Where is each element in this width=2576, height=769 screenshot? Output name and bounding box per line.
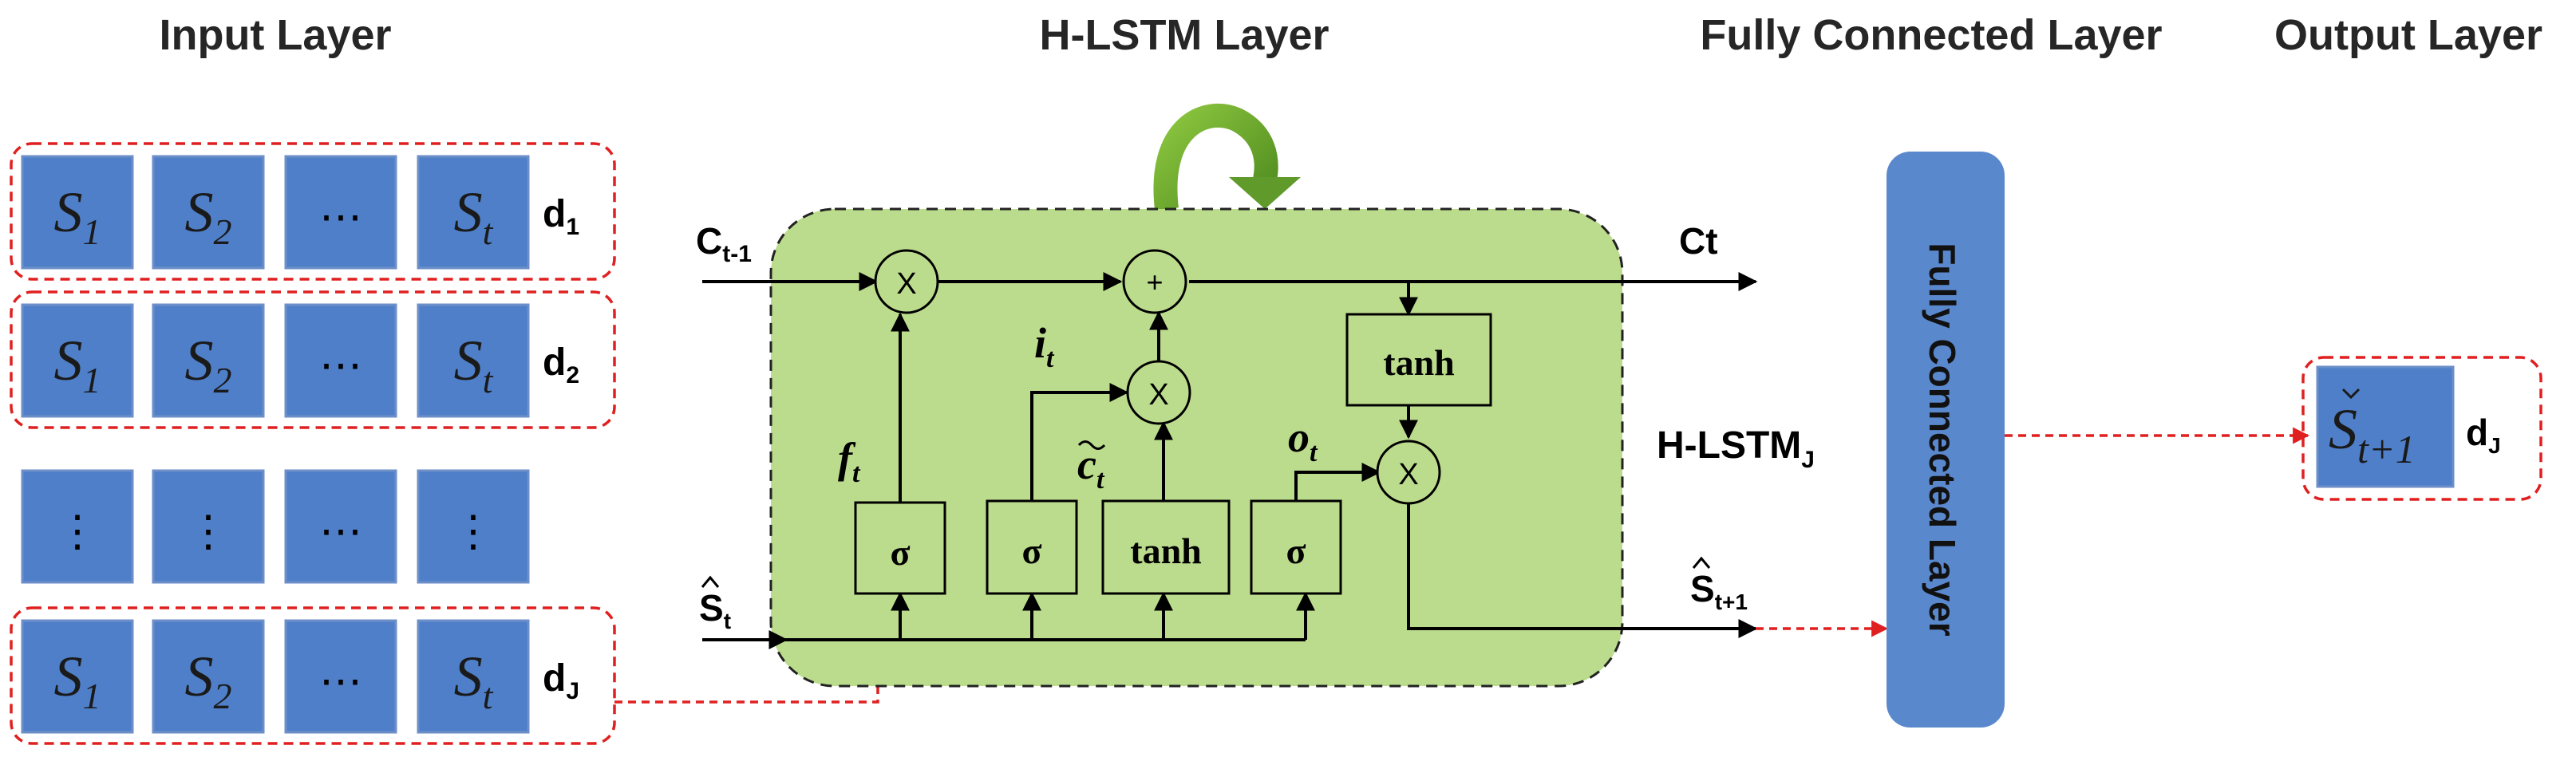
output-group [2301, 356, 2542, 501]
output-symbol: St+1 [2329, 397, 2416, 471]
fc-layer-header: Fully Connected Layer [1700, 11, 2162, 59]
input-row-label: d2 [543, 341, 579, 388]
output-tanh [1345, 313, 1492, 407]
input-cell [21, 303, 134, 418]
add-op [1122, 249, 1187, 314]
input-cell [417, 619, 530, 734]
s-in-hat [701, 575, 720, 588]
fc-layer-label: Fully Connected Layer [1922, 243, 1963, 636]
output-tanh-label: tanh [1383, 342, 1454, 383]
input-cell [21, 155, 134, 270]
output-gate-label: σ [1286, 530, 1306, 571]
forget-gate-label: σ [890, 532, 910, 573]
input-cell-label: S1 [54, 329, 101, 400]
input-cell-label: St [454, 180, 494, 252]
input-row-group [10, 142, 616, 281]
input-cell [152, 155, 265, 270]
input-multiply-op [1126, 360, 1191, 425]
output-cell [2316, 365, 2455, 488]
i-t-label: it [1034, 319, 1055, 373]
output-d-label: dJ [2466, 412, 2501, 458]
c-prev-label: Ct-1 [696, 220, 752, 267]
input-layer-header: Input Layer [159, 11, 391, 59]
output-check-accent [2341, 388, 2361, 400]
input-cell [417, 303, 530, 418]
h-out-line [1407, 504, 1758, 638]
forget-multiply-label: X [896, 267, 916, 301]
hlstm-layer-header: H-LSTM Layer [1039, 11, 1329, 59]
input-cell-label: S1 [54, 645, 101, 716]
input-cell [21, 469, 134, 584]
input-cell [284, 469, 397, 584]
input-cell-label: S2 [185, 180, 232, 252]
input-row-group [10, 606, 616, 745]
output-layer-header: Output Layer [2274, 11, 2542, 59]
input-cell [284, 155, 397, 270]
input-cell-label: ⋮ [187, 507, 230, 555]
candidate-gate-label: tanh [1130, 530, 1201, 571]
input-cell-label: St [454, 329, 494, 400]
input-cell-label: ⋯ [319, 341, 362, 389]
input-cell-label: S1 [54, 180, 101, 252]
input-cell [284, 619, 397, 734]
candidate-gate [1101, 499, 1231, 595]
input-cell [417, 469, 530, 584]
f-t-label: ft [838, 434, 861, 488]
output-multiply-op [1376, 440, 1441, 505]
fc-layer-bar [1887, 152, 2005, 728]
recurrent-arrow-icon [1153, 103, 1301, 211]
cell-name-label: H-LSTMJ [1657, 424, 1815, 473]
forget-multiply-op [874, 249, 939, 314]
o-t-label: ot [1288, 413, 1318, 467]
input-cell-label: ⋮ [452, 507, 495, 555]
input-cell [284, 303, 397, 418]
c-t-label: ct [1077, 440, 1105, 495]
forget-gate [854, 501, 946, 595]
output-multiply-label: X [1398, 458, 1418, 491]
input-cell-label: ⋯ [319, 193, 362, 241]
input-multiply-label: X [1148, 378, 1168, 412]
input-cell-label: ⋯ [319, 657, 362, 705]
input-cell [152, 303, 265, 418]
input-cell-label: S2 [185, 645, 232, 716]
c-t-tilde [1077, 440, 1106, 450]
input-cell-label: St [454, 645, 494, 716]
s-in-label: St [699, 587, 731, 633]
input-gate [986, 499, 1078, 595]
input-cell [417, 155, 530, 270]
input-cell-label: ⋯ [319, 507, 362, 555]
c-out-label: Ct [1679, 220, 1718, 262]
input-cell-label: S2 [185, 329, 232, 400]
input-gate-label: σ [1021, 530, 1041, 571]
input-cell [152, 469, 265, 584]
input-row-label: d1 [543, 193, 579, 240]
input-cell [21, 619, 134, 734]
add-op-label: + [1146, 266, 1163, 298]
input-cell-label: ⋮ [56, 507, 99, 555]
output-path [1294, 463, 1381, 501]
s-out-hat [1692, 556, 1711, 569]
input-row-label: dJ [543, 657, 579, 704]
s-out-label: St+1 [1690, 568, 1748, 614]
input-row-group [10, 290, 616, 429]
input-cell [152, 619, 265, 734]
input-path [1030, 383, 1129, 501]
